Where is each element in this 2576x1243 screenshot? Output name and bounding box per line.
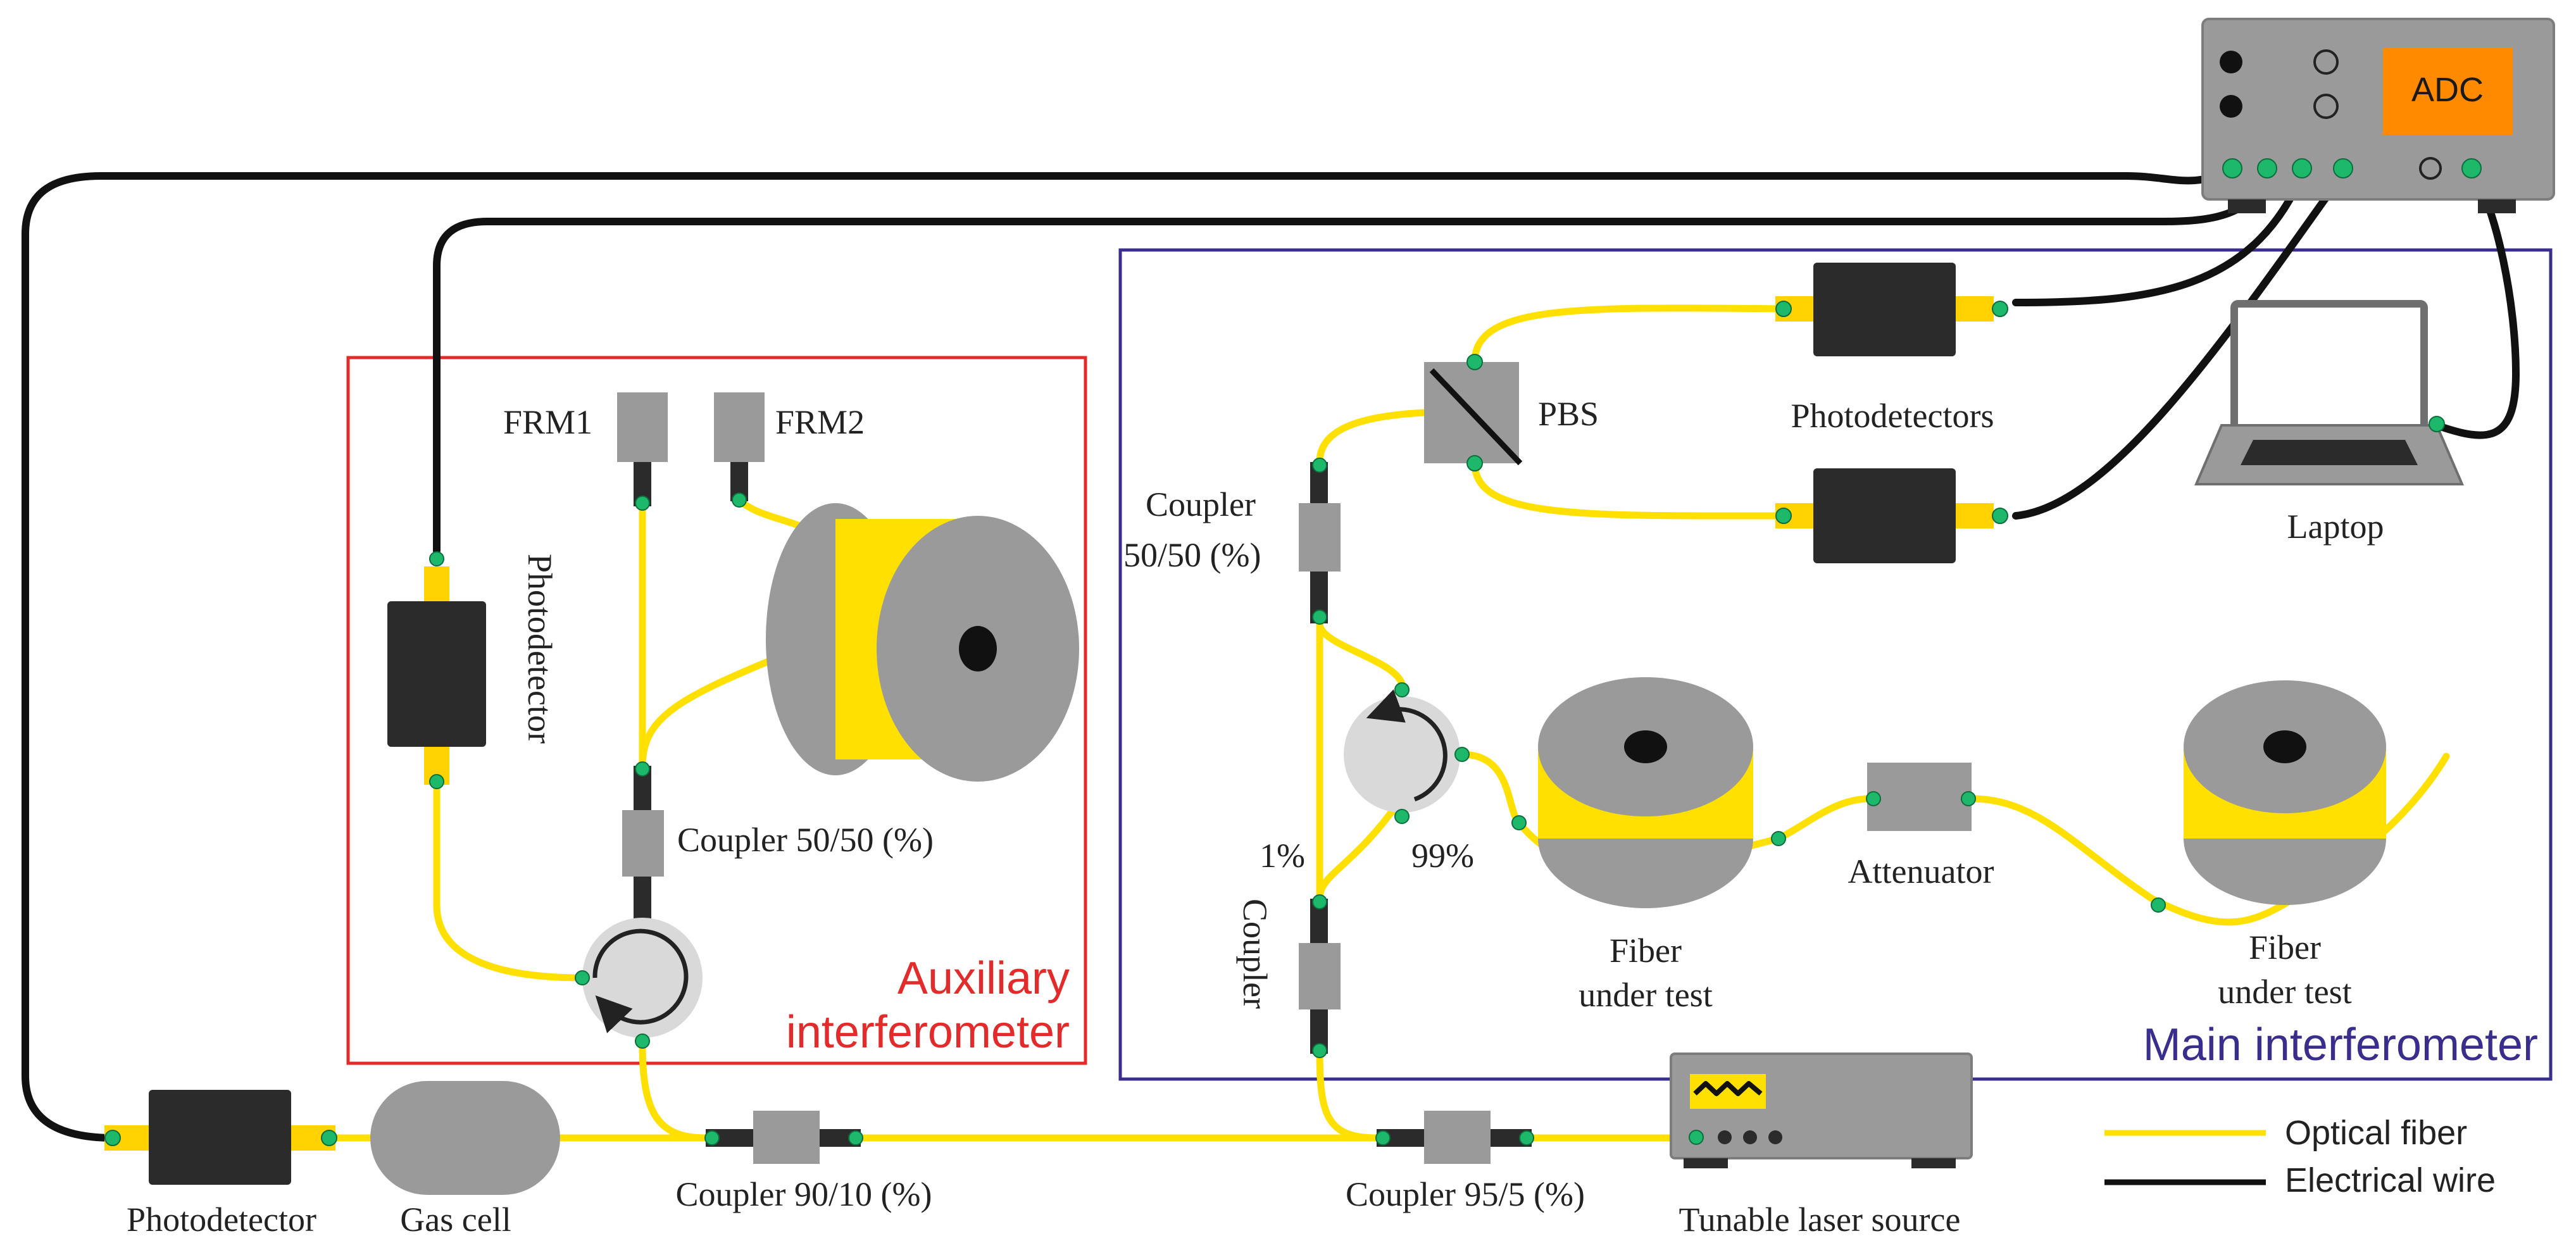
adc-display — [2383, 47, 2513, 135]
adc-knob-white-2 — [2313, 94, 2339, 119]
coupler-aux-label: Coupler 50/50 (%) — [677, 821, 934, 859]
coupler-vertical-label: Coupler — [1236, 899, 1274, 1009]
pct-1-label: 1% — [1260, 837, 1305, 875]
auxiliary-label-1: Auxiliary — [897, 953, 1070, 1004]
fut1-label-line2: under test — [1579, 976, 1712, 1014]
photodetectors-label: Photodetectors — [1791, 397, 1994, 435]
frm2: FRM2 — [714, 392, 865, 508]
laptop: Laptop — [2194, 300, 2465, 546]
laser-display — [1690, 1074, 1766, 1109]
laser-knob-3 — [1768, 1130, 1782, 1144]
fiber-spool-icon — [959, 626, 997, 671]
laptop-label: Laptop — [2287, 508, 2384, 546]
laser-knob-1 — [1718, 1130, 1732, 1144]
coupler-aux-50-50: Coupler 50/50 (%) — [622, 761, 934, 924]
photodetector-aux-label: Photodetector — [521, 554, 559, 744]
legend-wire-label: Electrical wire — [2285, 1161, 2496, 1199]
pbs-label: PBS — [1538, 395, 1599, 433]
circulator-main: 1% 99% — [1260, 682, 1474, 875]
fiber-under-test-2: Fiber under test — [2151, 680, 2386, 1011]
photodetector-main-top — [1775, 263, 2008, 356]
tunable-laser-label: Tunable laser source — [1679, 1201, 1961, 1239]
circular-arrow-icon — [592, 928, 689, 1034]
adc-knob-black-2 — [2220, 95, 2242, 118]
pbs: PBS — [1424, 354, 1599, 472]
adc-foot-left — [2228, 199, 2266, 213]
laser-wave-icon — [1693, 1081, 1763, 1096]
frm2-label: FRM2 — [775, 403, 865, 441]
circular-arrow-icon — [1366, 689, 1447, 802]
coupler-main-ratio: 50/50 (%) — [1123, 536, 1261, 574]
frm1: FRM1 — [503, 392, 668, 511]
adc-knob-white-1 — [2313, 49, 2339, 75]
tunable-laser-source: Tunable laser source — [1670, 1052, 1973, 1239]
auxiliary-label-2: interferometer — [786, 1007, 1070, 1058]
adc-port-4 — [2333, 158, 2353, 178]
attenuator: Attenuator — [1848, 763, 1994, 890]
adc-label: ADC — [2411, 71, 2484, 109]
coupler-90-10-label: Coupler 90/10 (%) — [676, 1175, 932, 1213]
coupler-95-5: Coupler 95/5 (%) — [1346, 1111, 1585, 1213]
legend: Optical fiber Electrical wire — [2104, 1114, 2496, 1199]
attenuator-label: Attenuator — [1848, 853, 1994, 890]
coupler-main-vertical: Coupler — [1236, 894, 1341, 1058]
laptop-port — [2429, 416, 2445, 432]
legend-fiber-label: Optical fiber — [2285, 1114, 2467, 1152]
coupler-main-50-50: Coupler 50/50 (%) — [1123, 458, 1341, 625]
main-interferometer-label: Main interferometer — [2143, 1020, 2538, 1070]
gas-cell: Gas cell — [370, 1081, 560, 1239]
circulator-aux — [575, 918, 703, 1049]
photodetector-bottom-label: Photodetector — [127, 1201, 316, 1239]
photodetector-main-bottom — [1775, 468, 2008, 563]
auxiliary-interferometer-box — [346, 356, 1087, 1065]
laser-knob-2 — [1743, 1130, 1757, 1144]
aux-fiber-spool — [766, 503, 1079, 782]
adc-unit: ADC — [2201, 18, 2555, 213]
fut2-label-line2: under test — [2218, 973, 2351, 1011]
adc-port-laptop — [2461, 158, 2482, 178]
adc-foot-right — [2478, 199, 2516, 213]
fut1-label-line1: Fiber — [1610, 932, 1682, 970]
adc-knob-black-1 — [2220, 51, 2242, 73]
pct-99-label: 99% — [1411, 837, 1474, 875]
coupler-90-10: Coupler 90/10 (%) — [676, 1111, 932, 1213]
coupler-main-label: Coupler — [1146, 485, 1256, 523]
fut2-label-line1: Fiber — [2249, 928, 2321, 966]
laptop-keyboard — [2241, 440, 2418, 465]
adc-port-3 — [2292, 158, 2312, 178]
fiber-under-test-1: Fiber under test — [1511, 677, 1786, 1014]
adc-port-2 — [2257, 158, 2277, 178]
gas-cell-label: Gas cell — [400, 1201, 511, 1239]
adc-port-1 — [2222, 158, 2242, 178]
coupler-95-5-label: Coupler 95/5 (%) — [1346, 1175, 1585, 1213]
fiber-spool-icon — [2263, 730, 2306, 763]
photodetector-bottom: Photodetector — [104, 1090, 337, 1239]
adc-port-empty — [2419, 157, 2442, 180]
laptop-icon — [2230, 300, 2428, 434]
photodetector-aux: Photodetector — [387, 551, 559, 789]
fiber-spool-icon — [1624, 730, 1667, 763]
frm1-label: FRM1 — [503, 403, 592, 441]
